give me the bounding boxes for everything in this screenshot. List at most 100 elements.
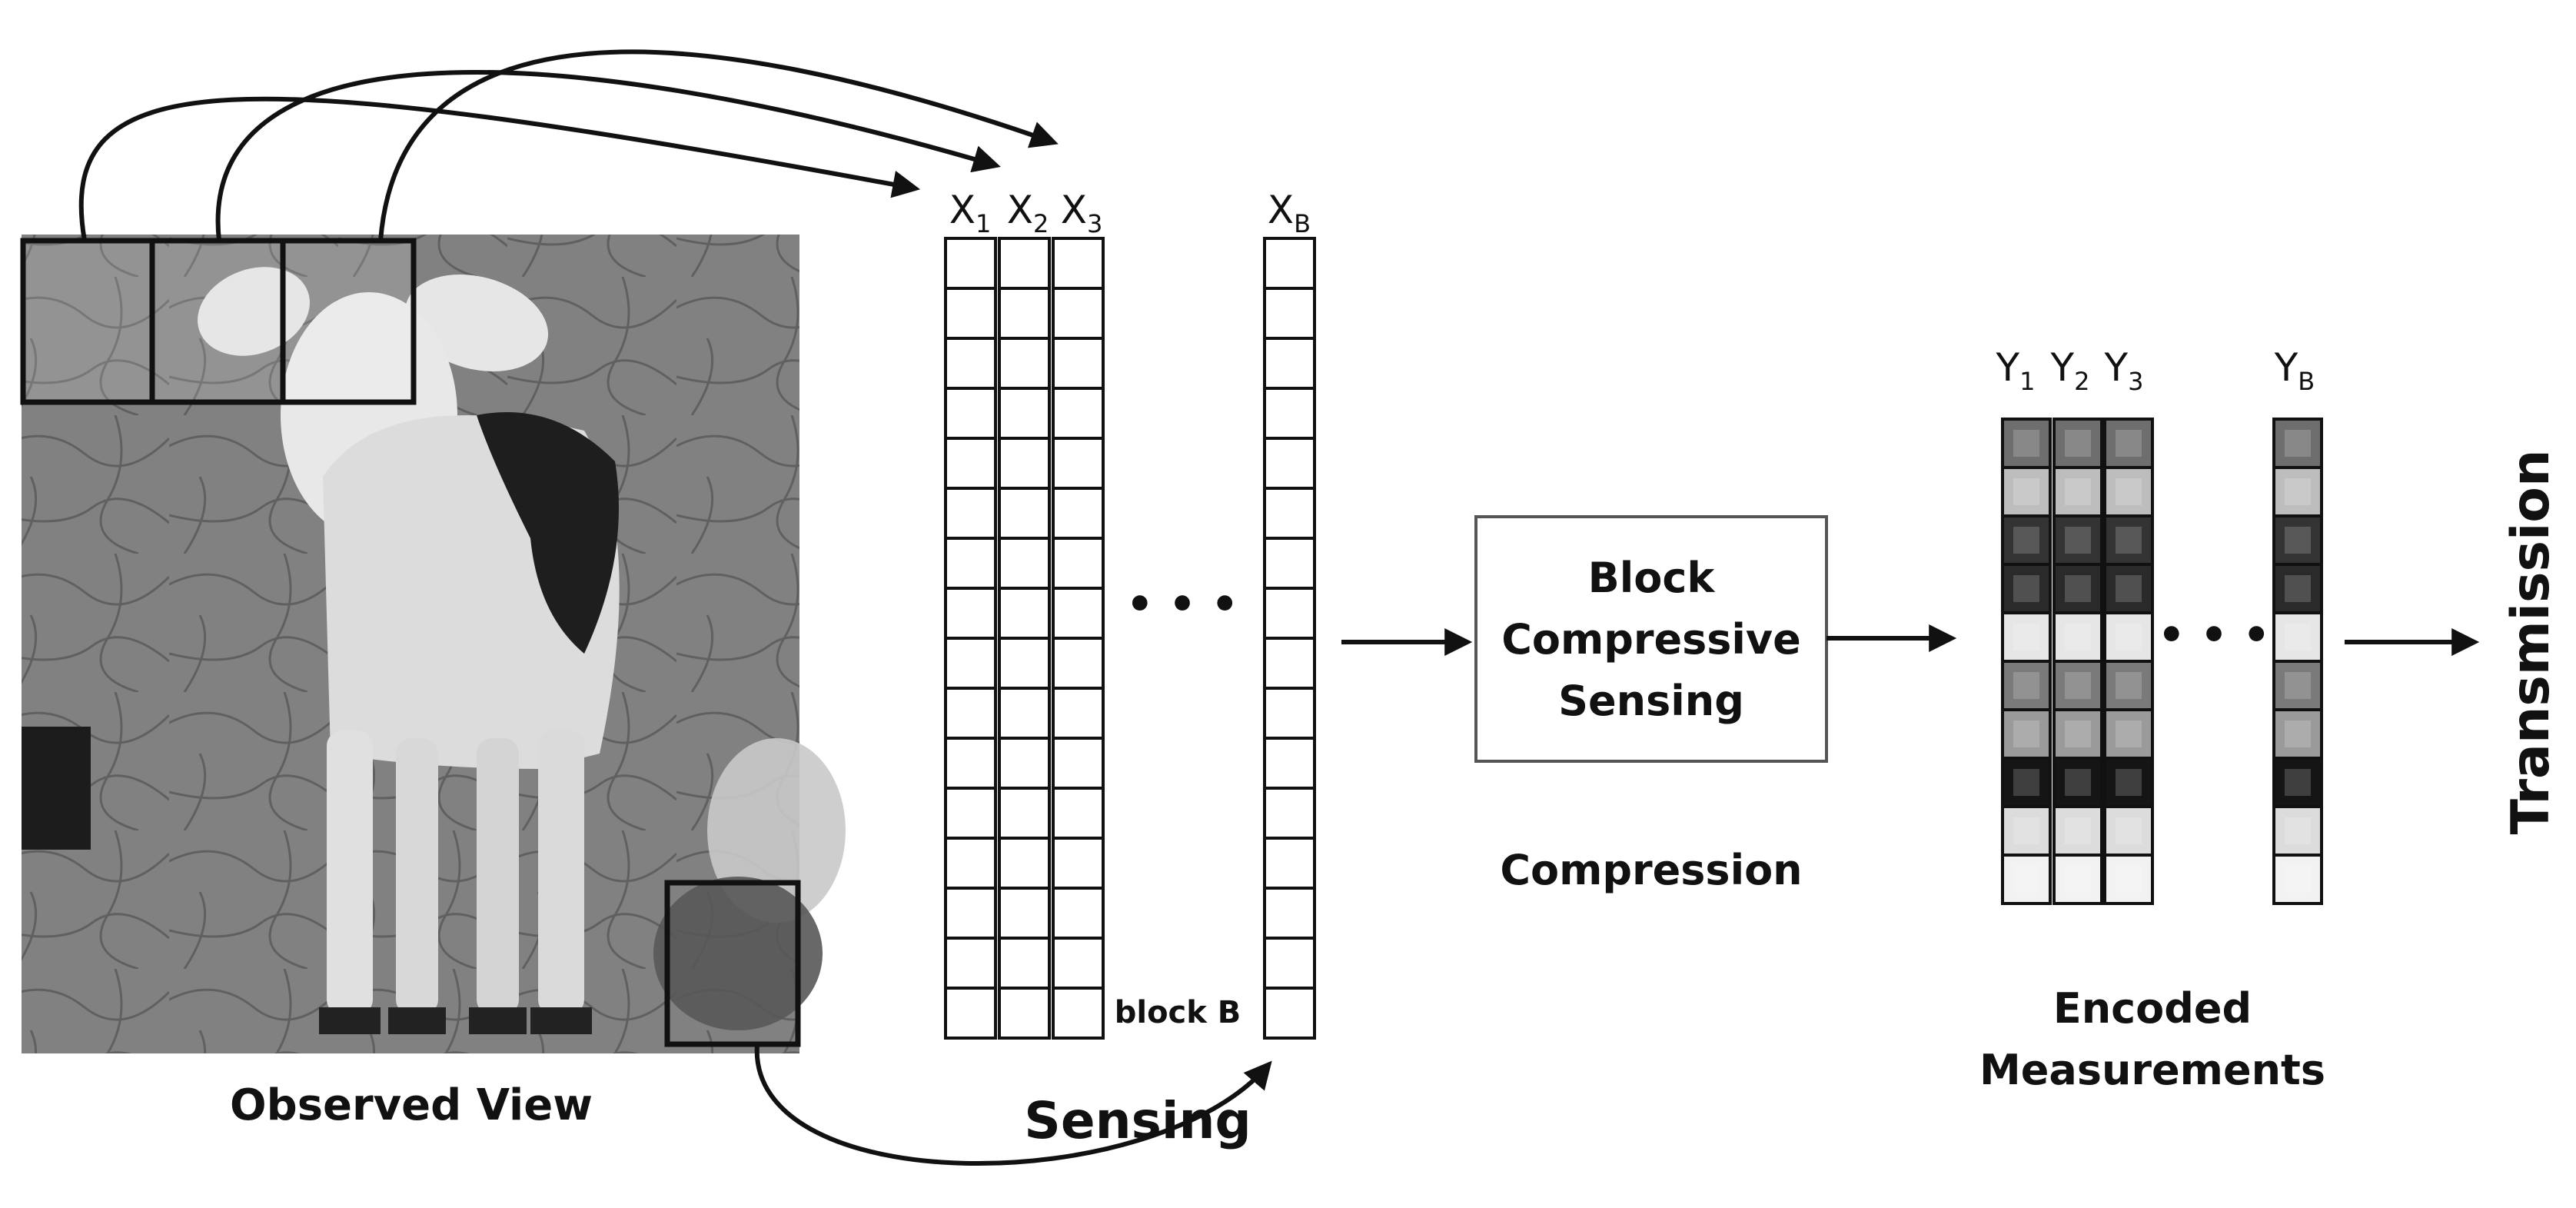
column-x2-cell (998, 337, 1051, 390)
column-x1-cell (944, 437, 997, 490)
column-y1-cell-shine (2013, 527, 2039, 554)
column-y3 (2103, 418, 2154, 905)
block-compressive-sensing-box (1474, 515, 1828, 763)
column-x3-cell (1052, 387, 1105, 440)
column-yb-cell (2272, 854, 2323, 905)
column-y2-cell (2052, 660, 2103, 711)
dark-object (22, 727, 91, 850)
observed-view-caption: Observed View (230, 1080, 593, 1130)
column-yb-cell-shine (2285, 769, 2311, 796)
column-xb-cell (1263, 987, 1316, 1040)
column-y3-cell-shine (2116, 527, 2142, 554)
column-y3-cell (2103, 854, 2154, 905)
column-y2-cell-shine (2065, 575, 2091, 602)
column-y1-cell (2001, 611, 2052, 663)
column-x1-cell (944, 687, 997, 740)
y3-label: Y3 (2104, 345, 2144, 396)
arrow-block-to-x3 (378, 49, 1059, 241)
sensing-label: Sensing (1024, 1091, 1251, 1150)
column-y1-cell-shine (2013, 769, 2039, 796)
column-yb-cell-shine (2285, 478, 2311, 505)
column-x1-cell (944, 387, 997, 440)
column-y1-cell-shine (2013, 817, 2039, 844)
column-x2-cell (998, 487, 1051, 540)
column-y2-cell-shine (2065, 430, 2091, 457)
column-xb-cell (1263, 887, 1316, 940)
column-y3-cell-shine (2116, 478, 2142, 505)
column-yb-cell-shine (2285, 817, 2311, 844)
column-x1-cell (944, 537, 997, 590)
column-yb-cell-shine (2285, 672, 2311, 699)
column-y2-cell-shine (2065, 769, 2091, 796)
column-x3-cell (1052, 987, 1105, 1040)
column-x2-cell (998, 387, 1051, 440)
sensing-columns (944, 237, 1316, 1040)
arrow-block-to-x2 (215, 70, 1001, 241)
column-x2-cell (998, 537, 1051, 590)
column-y1-cell-shine (2013, 720, 2039, 747)
column-y3-cell (2103, 418, 2154, 469)
column-y2-cell-shine (2065, 527, 2091, 554)
column-yb-cell-shine (2285, 575, 2311, 602)
column-y1-cell (2001, 854, 2052, 905)
column-xb-cell (1263, 687, 1316, 740)
column-y3-cell-shine (2116, 672, 2142, 699)
block-x3-outline (280, 238, 417, 405)
column-x2-cell (998, 587, 1051, 640)
column-x1-cell (944, 587, 997, 640)
column-y1-cell-shine (2013, 672, 2039, 699)
column-xb-cell (1263, 937, 1316, 990)
column-x2-cell (998, 787, 1051, 840)
column-x1-cell (944, 937, 997, 990)
column-yb-cell (2272, 563, 2323, 614)
box-line-2: Compressive (1501, 615, 1801, 664)
column-y3-cell-shine (2116, 624, 2142, 651)
column-y3-cell-shine (2116, 575, 2142, 602)
y1-label: Y1 (1996, 345, 2036, 396)
column-x2-cell (998, 837, 1051, 890)
column-x2-cell (998, 637, 1051, 690)
column-x2-cell (998, 737, 1051, 790)
column-x1-cell (944, 237, 997, 290)
measurements-label-2: Measurements (1979, 1046, 2325, 1094)
column-y3-cell-shine (2116, 720, 2142, 747)
measurements-ellipsis: • • • (2158, 611, 2270, 661)
column-y2-cell (2052, 466, 2103, 517)
observed-view-image (20, 235, 846, 1053)
column-y1-cell-shine (2013, 430, 2039, 457)
column-xb-cell (1263, 637, 1316, 690)
column-xb-cell (1263, 537, 1316, 590)
column-x2-cell (998, 937, 1051, 990)
column-x1-cell (944, 837, 997, 890)
column-y3-cell (2103, 611, 2154, 663)
column-y1-cell-shine (2013, 575, 2039, 602)
column-x3-cell (1052, 337, 1105, 390)
column-x2-cell (998, 237, 1051, 290)
column-xb-cell (1263, 737, 1316, 790)
box-line-3: Sensing (1558, 677, 1744, 725)
column-x2-cell (998, 437, 1051, 490)
column-y2-cell-shine (2065, 624, 2091, 651)
column-y1-cell (2001, 563, 2052, 614)
column-yb-cell-shine (2285, 866, 2311, 893)
column-xb-cell (1263, 787, 1316, 840)
column-y3-cell-shine (2116, 769, 2142, 796)
column-y3-cell (2103, 514, 2154, 566)
column-x1-cell (944, 887, 997, 940)
transmission-label: Transmission (2501, 450, 2561, 835)
column-y2-cell-shine (2065, 478, 2091, 505)
x2-label: X2 (1007, 188, 1049, 238)
column-y2-cell-shine (2065, 672, 2091, 699)
block-xb-outline (664, 880, 801, 1047)
column-y1-cell (2001, 466, 2052, 517)
column-yb-cell-shine (2285, 720, 2311, 747)
measurement-columns (2001, 418, 2323, 905)
column-y1-cell-shine (2013, 866, 2039, 893)
column-x1-cell (944, 487, 997, 540)
column-xb-cell (1263, 387, 1316, 440)
x3-label: X3 (1061, 188, 1103, 238)
column-x3-cell (1052, 887, 1105, 940)
column-yb-cell (2272, 466, 2323, 517)
column-x3-cell (1052, 537, 1105, 590)
